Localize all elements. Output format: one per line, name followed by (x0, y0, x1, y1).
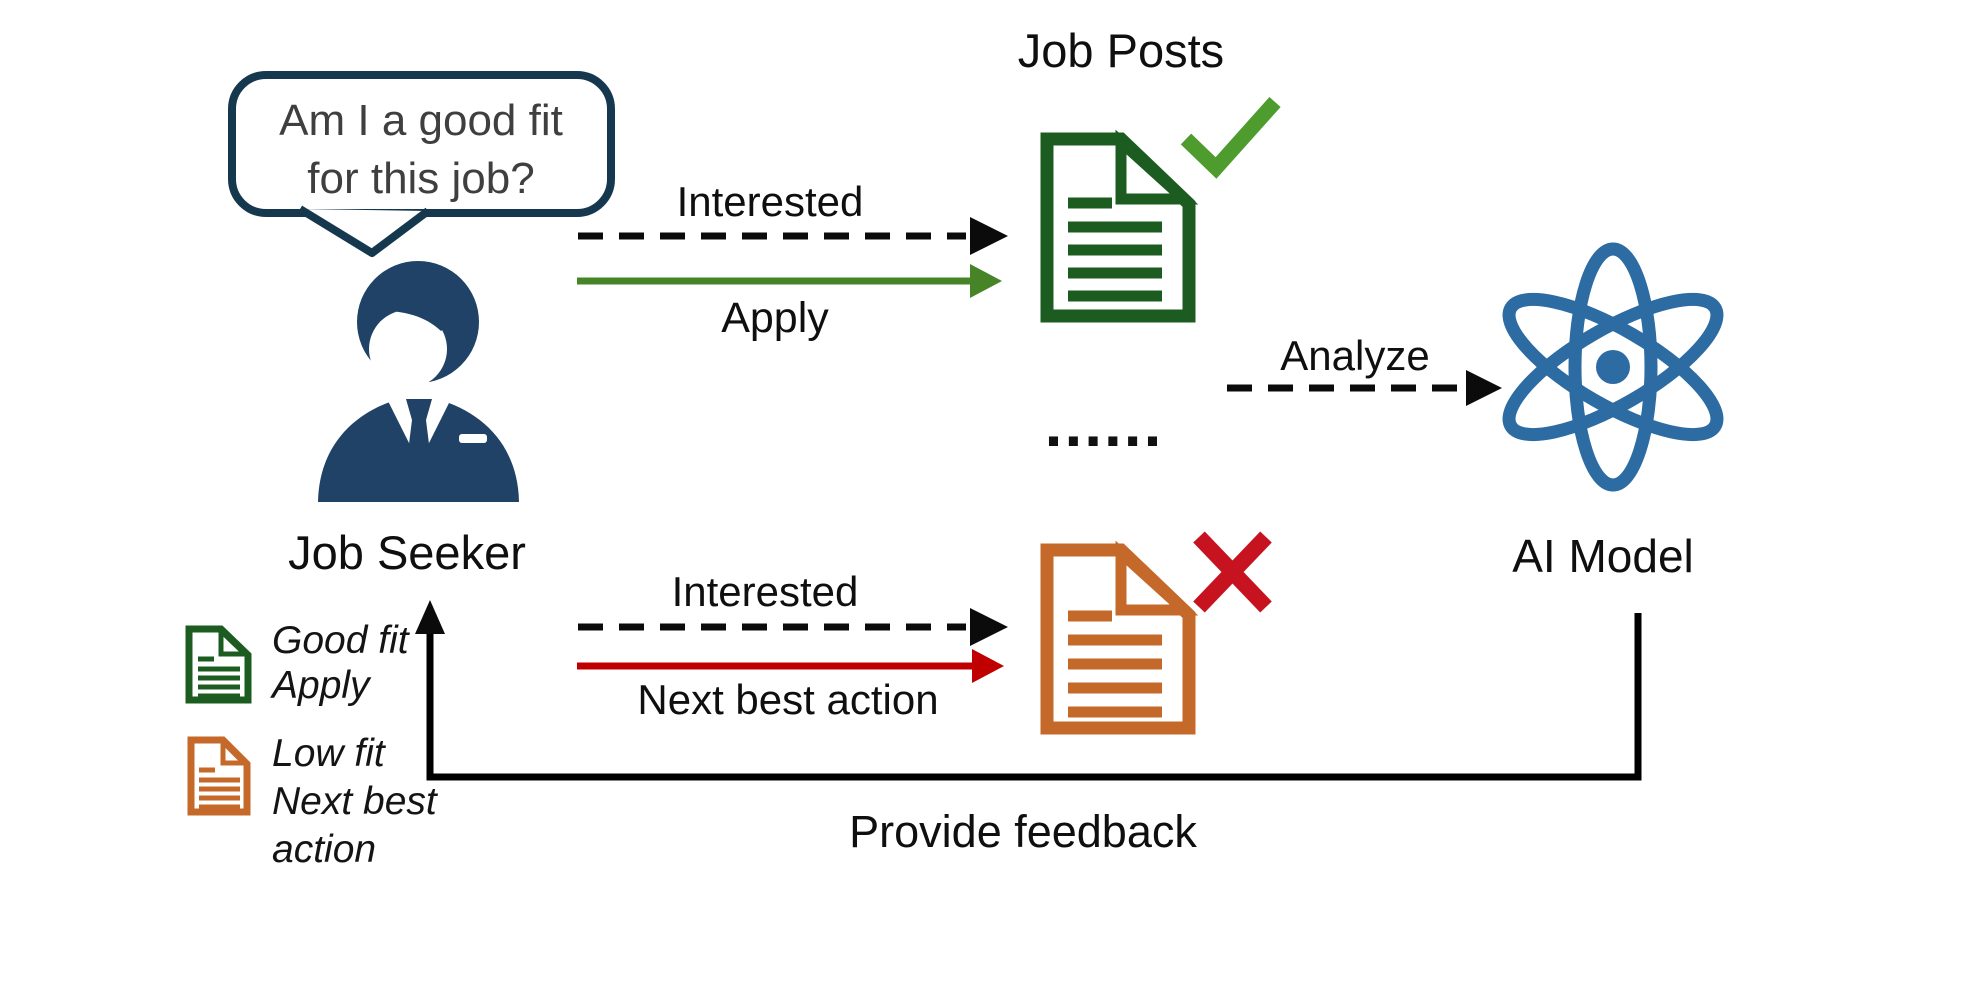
next-best-action-label: Next best action (637, 676, 939, 723)
provide-feedback-label: Provide feedback (849, 806, 1197, 857)
legend-low-fit-doc-icon (187, 735, 251, 816)
interested-arrow-bottom (578, 608, 1008, 646)
job-post-good-doc-icon (1040, 129, 1199, 323)
speech-bubble-text: Am I a good fit for this job? (243, 92, 599, 208)
arrowhead (970, 217, 1008, 255)
next-best-action-arrow (577, 649, 1004, 683)
arrowhead (970, 264, 1002, 298)
arrowhead (972, 649, 1004, 683)
arrowhead (1466, 370, 1502, 406)
apply-label: Apply (721, 294, 829, 342)
legend-good-fit-line-2: Apply (272, 664, 370, 707)
legend-low-fit-line-2: Next best (272, 780, 437, 823)
feedback-path (415, 600, 1642, 781)
interested-arrow-top (578, 217, 1008, 255)
job-seeker-label: Job Seeker (288, 526, 526, 579)
interested-bottom-label: Interested (671, 568, 859, 615)
interested-top-label: Interested (676, 178, 864, 225)
legend-good-fit-line-1: Good fit (272, 619, 409, 662)
x-mark-icon (1193, 531, 1272, 613)
speech-bubble-tail (297, 205, 431, 257)
job-posts-title: Job Posts (1017, 24, 1225, 77)
ai-atom-icon (1502, 242, 1724, 492)
apply-arrow (577, 264, 1002, 298)
job-post-low-doc-icon (1040, 540, 1199, 735)
analyze-label: Analyze (1280, 332, 1430, 379)
legend-low-fit-line-3: action (272, 828, 377, 871)
job-seeker-icon (318, 261, 519, 502)
arrowhead (970, 608, 1008, 646)
checkmark-icon (1180, 97, 1281, 179)
ai-model-label: AI Model (1512, 530, 1694, 582)
speech-bubble (228, 71, 615, 257)
arrowhead-up (415, 600, 445, 634)
legend-low-fit-text: Low fit Next best action (272, 730, 437, 874)
ellipsis-dots: ...... (1044, 388, 1164, 460)
legend-good-fit-text: Good fit Apply (272, 618, 409, 708)
legend-low-fit-line-1: Low fit (272, 732, 385, 775)
speech-bubble-line-2: for this job? (307, 154, 535, 203)
legend-good-fit-doc-icon (185, 625, 252, 704)
speech-bubble-line-1: Am I a good fit (279, 96, 563, 145)
analyze-arrow (1227, 370, 1502, 406)
